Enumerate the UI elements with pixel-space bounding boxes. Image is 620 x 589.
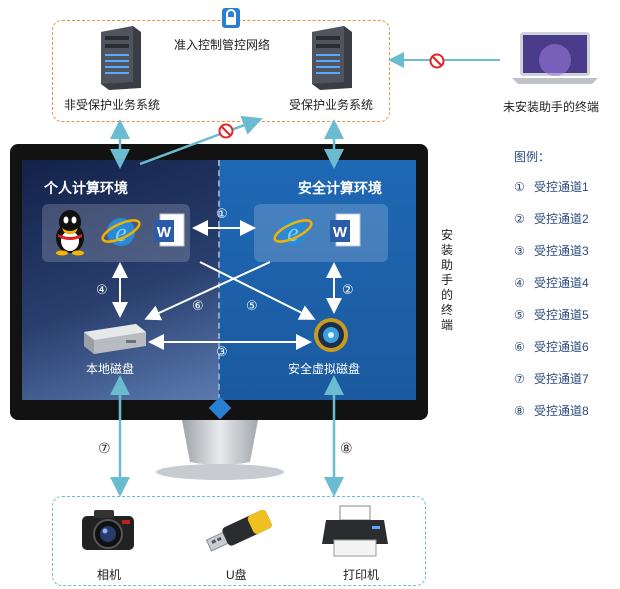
camera-icon xyxy=(80,506,136,559)
left-system-label: 非受保护业务系统 xyxy=(64,98,161,112)
laptop-icon xyxy=(512,30,598,91)
channel-6-marker: ⑥ xyxy=(192,298,204,313)
qq-icon xyxy=(50,208,90,261)
ie-browser-icon: e xyxy=(100,210,142,257)
printer-label: 打印机 xyxy=(343,568,380,582)
peripherals-zone xyxy=(52,496,426,586)
monitor-stand xyxy=(150,420,290,489)
server-icon xyxy=(306,24,356,95)
word-icon: W xyxy=(328,212,362,255)
secure-disk-icon xyxy=(312,316,350,359)
forbidden-icon xyxy=(218,123,234,144)
svg-text:W: W xyxy=(157,224,172,241)
left-env-title: 个人计算环境 xyxy=(44,180,128,196)
side-label: 安 装 助 手 的 终 端 xyxy=(440,228,453,332)
secure-disk-label: 安全虚拟磁盘 xyxy=(288,362,361,376)
usb-drive-icon xyxy=(200,509,276,559)
channel-7-marker: ⑦ xyxy=(98,440,111,456)
lock-icon xyxy=(222,8,240,28)
forbidden-icon xyxy=(429,53,445,74)
channel-1-marker: ① xyxy=(216,206,228,221)
channel-2-marker: ② xyxy=(342,282,354,297)
right-system-label: 受保护业务系统 xyxy=(289,98,374,112)
network-title: 准入控制管控网络 xyxy=(174,38,271,52)
usb-label: U盘 xyxy=(226,568,247,582)
printer-icon xyxy=(320,504,390,565)
legend-title: 图例： xyxy=(514,150,551,164)
channel-8-marker: ⑧ xyxy=(340,440,353,456)
channel-5-marker: ⑤ xyxy=(246,298,258,313)
svg-text:W: W xyxy=(333,224,348,241)
right-env-title: 安全计算环境 xyxy=(298,180,382,196)
camera-label: 相机 xyxy=(97,568,122,582)
channel-3-marker: ③ xyxy=(216,344,228,359)
word-icon: W xyxy=(152,212,186,255)
svg-text:e: e xyxy=(115,218,127,247)
server-icon xyxy=(95,24,145,95)
channel-4-marker: ④ xyxy=(96,282,108,297)
svg-text:e: e xyxy=(287,218,299,247)
outside-terminal-label: 未安装助手的终端 xyxy=(503,100,600,114)
ie-browser-icon: e xyxy=(272,210,314,257)
hard-disk-icon xyxy=(80,318,148,361)
local-disk-label: 本地磁盘 xyxy=(86,362,135,376)
